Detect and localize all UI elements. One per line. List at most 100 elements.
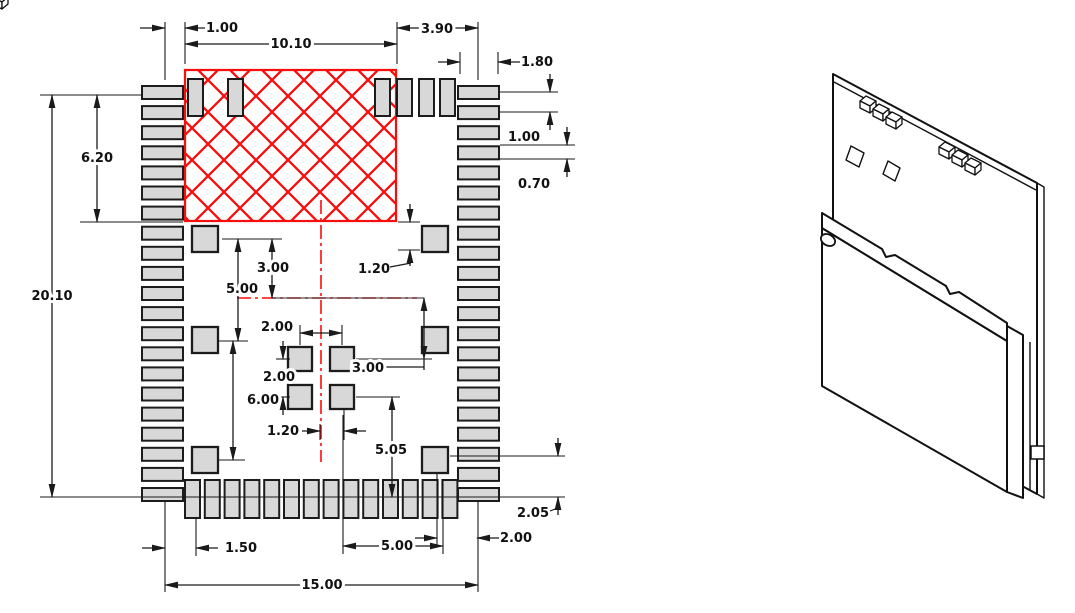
pad-top-3 bbox=[374, 78, 391, 117]
pad-left-12 bbox=[141, 306, 184, 322]
pad-left-8 bbox=[141, 225, 184, 241]
pad-left-6 bbox=[141, 185, 184, 201]
pad-bottom-10 bbox=[362, 479, 380, 519]
thermal-pad-4 bbox=[328, 383, 356, 411]
pad-right-2 bbox=[457, 105, 500, 121]
dim-thermal-to-bottom-edge: 5.05 bbox=[375, 443, 407, 458]
pad-bottom-12 bbox=[401, 479, 419, 519]
dim-side-pad-width: 0.70 bbox=[518, 177, 550, 192]
pad-right-20 bbox=[457, 466, 500, 482]
pad-right-10 bbox=[457, 265, 500, 281]
ground-pad-corner-4 bbox=[420, 325, 450, 355]
pad-left-16 bbox=[141, 386, 184, 402]
dim-mid-to-bottom-square: 6.00 bbox=[247, 393, 279, 408]
pad-right-17 bbox=[457, 406, 500, 422]
pads-layer bbox=[141, 78, 500, 519]
pad-right-6 bbox=[457, 185, 500, 201]
dim-center-to-corner-pad: 5.00 bbox=[381, 539, 413, 554]
pad-bottom-2 bbox=[203, 479, 221, 519]
pad-right-21 bbox=[457, 487, 500, 502]
pad-right-15 bbox=[457, 366, 500, 382]
pad-left-2 bbox=[141, 105, 184, 121]
pad-left-11 bbox=[141, 286, 184, 301]
iso-view bbox=[0, 0, 1045, 499]
pad-bottom-13 bbox=[421, 479, 439, 519]
pad-top-5 bbox=[418, 78, 435, 117]
pad-bottom-5 bbox=[263, 479, 281, 519]
pad-bottom-4 bbox=[243, 479, 261, 519]
thermal-pad-1 bbox=[286, 345, 314, 373]
pad-bottom-7 bbox=[302, 479, 320, 519]
pad-top-1 bbox=[187, 78, 204, 117]
dimension-labels: 1.00 10.10 3.90 1.80 1.00 0.70 6.20 20.1… bbox=[28, 19, 553, 596]
dim-first-pad-offset: 1.50 bbox=[225, 541, 257, 556]
dim-square-to-centerline: 3.00 bbox=[257, 261, 289, 276]
leader-lines bbox=[386, 262, 559, 512]
pad-right-9 bbox=[457, 245, 500, 261]
extension-lines bbox=[40, 22, 575, 592]
component-pad-outline bbox=[882, 160, 901, 182]
pad-left-21 bbox=[141, 487, 184, 502]
dim-corner-pad-height: 2.05 bbox=[517, 506, 549, 521]
antenna-keepout-area bbox=[183, 68, 398, 223]
dim-antenna-height: 6.20 bbox=[81, 151, 113, 166]
pad-left-15 bbox=[141, 366, 184, 382]
ground-pad-corner-3 bbox=[190, 325, 220, 355]
pad-bottom-3 bbox=[223, 479, 241, 519]
ground-pad-corner-1 bbox=[190, 224, 220, 254]
pad-left-7 bbox=[141, 205, 184, 221]
dim-module-width: 15.00 bbox=[301, 578, 342, 593]
pad-right-14 bbox=[457, 346, 500, 362]
dim-antenna-right-gap: 3.90 bbox=[421, 22, 453, 37]
ground-pad-corner-2 bbox=[420, 224, 450, 254]
pad-left-19 bbox=[141, 446, 184, 462]
pad-left-10 bbox=[141, 265, 184, 281]
thermal-pad-3 bbox=[286, 383, 314, 411]
pad-left-3 bbox=[141, 125, 184, 141]
dim-antenna-width: 10.10 bbox=[270, 37, 311, 52]
pad-bottom-11 bbox=[382, 479, 399, 519]
dim-top-edge-offset: 1.00 bbox=[206, 21, 238, 36]
ground-pad-corner-6 bbox=[420, 445, 450, 475]
pad-right-16 bbox=[457, 386, 500, 402]
dim-thermal-offset: 1.20 bbox=[267, 424, 299, 439]
dim-thermal-col-spacing: 2.00 bbox=[261, 320, 293, 335]
pad-left-9 bbox=[141, 245, 184, 261]
pin1-marker-circle bbox=[819, 233, 837, 247]
pad-top-4 bbox=[396, 78, 413, 117]
pad-left-18 bbox=[141, 426, 184, 442]
pad-right-19 bbox=[457, 446, 500, 462]
pad-left-20 bbox=[141, 466, 184, 482]
shield-top-strip bbox=[821, 212, 1008, 342]
pad-right-3 bbox=[457, 125, 500, 141]
shield-right-face bbox=[1006, 325, 1024, 499]
pad-bottom-14 bbox=[441, 479, 459, 519]
dim-corner-pad-inset: 2.00 bbox=[500, 531, 532, 546]
pad-left-14 bbox=[141, 346, 184, 362]
component-bumps bbox=[0, 0, 982, 176]
pad-bottom-9 bbox=[342, 479, 360, 519]
pad-bottom-1 bbox=[184, 479, 201, 519]
dim-side-pad-length: 1.80 bbox=[521, 55, 553, 70]
dim-side-pad-pitch: 1.00 bbox=[508, 130, 540, 145]
pad-right-18 bbox=[457, 426, 500, 442]
dim-module-height: 20.10 bbox=[31, 289, 72, 304]
pad-top-2 bbox=[227, 78, 244, 117]
pad-right-4 bbox=[457, 145, 500, 161]
pad-left-5 bbox=[141, 165, 184, 181]
pad-right-5 bbox=[457, 165, 500, 181]
pad-right-7 bbox=[457, 205, 500, 221]
pad-right-12 bbox=[457, 306, 500, 322]
footprint-view: 1.00 10.10 3.90 1.80 1.00 0.70 6.20 20.1… bbox=[28, 19, 575, 596]
component-pad-outline bbox=[845, 145, 865, 168]
pad-right-11 bbox=[457, 286, 500, 301]
dim-keepout-gap: 1.20 bbox=[358, 262, 390, 277]
edge-castellation-notch bbox=[1030, 445, 1045, 460]
pad-right-1 bbox=[457, 85, 500, 100]
pcb-edge-thickness bbox=[1036, 182, 1045, 499]
pad-left-1 bbox=[141, 85, 184, 100]
pad-left-17 bbox=[141, 406, 184, 422]
dim-thermal-row-spacing: 2.00 bbox=[263, 370, 295, 385]
